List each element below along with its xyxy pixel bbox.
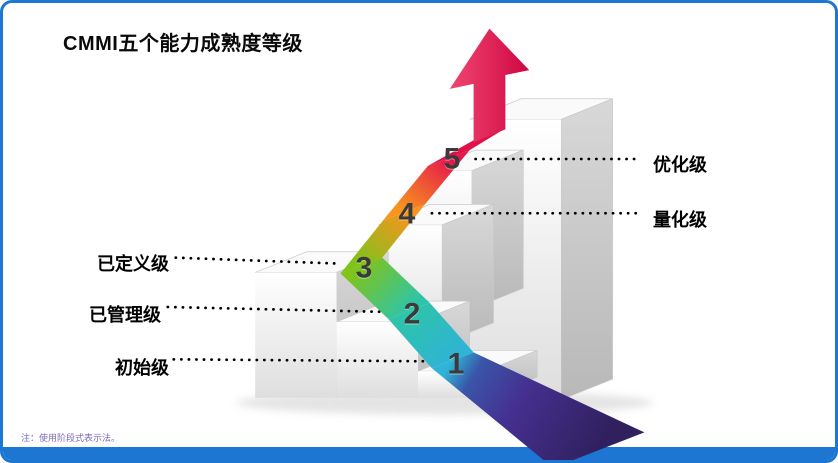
bottom-accent-bar xyxy=(3,447,835,460)
up-arrow xyxy=(449,28,530,143)
ribbon-segment-1-2 xyxy=(388,303,474,369)
label-level-2: 已管理级 xyxy=(89,305,161,325)
label-level-4: 量化级 xyxy=(653,210,707,230)
ribbon-segment-2-3 xyxy=(340,257,430,319)
footnote: 注：使用阶段式表示法。 xyxy=(21,433,121,443)
step-number-4: 4 xyxy=(398,197,416,231)
step-number-5: 5 xyxy=(443,142,461,176)
ribbon-segment-4-5 xyxy=(383,150,470,221)
maturity-ribbon xyxy=(340,128,645,460)
label-level-5: 优化级 xyxy=(653,155,707,175)
connector-level-3 xyxy=(174,256,340,265)
connector-level-2 xyxy=(166,305,388,314)
ribbon-segment-top xyxy=(427,128,506,166)
label-level-1: 初始级 xyxy=(115,358,169,378)
page-title: CMMI五个能力成熟度等级 xyxy=(63,33,303,55)
ribbon-segment-3-4 xyxy=(340,204,425,274)
step-number-3: 3 xyxy=(355,251,373,285)
ribbon-tail-segment xyxy=(431,352,645,460)
label-level-3: 已定义级 xyxy=(97,254,169,274)
staircase-graphic xyxy=(166,28,654,460)
step-number-1: 1 xyxy=(447,347,465,381)
step-number-2: 2 xyxy=(403,297,421,331)
dotted-connectors xyxy=(166,157,638,363)
